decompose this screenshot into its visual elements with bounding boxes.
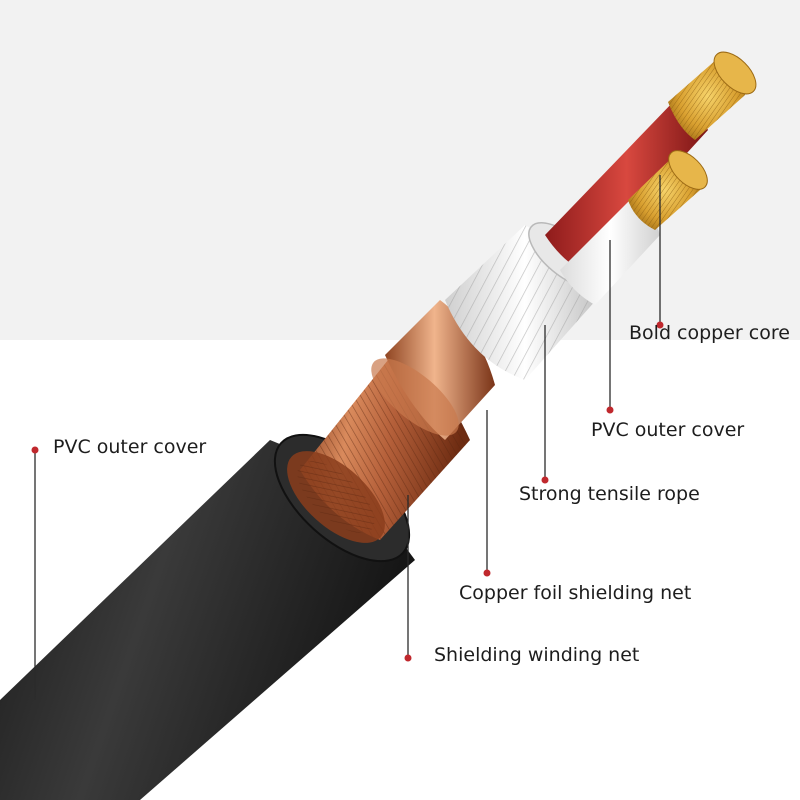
- label-pvc-outer-cover-outer: PVC outer cover: [53, 436, 207, 458]
- label-copper-foil-shielding-net: Copper foil shielding net: [459, 582, 692, 604]
- leader-lines: [34, 175, 661, 700]
- label-shielding-winding-net: Shielding winding net: [434, 644, 640, 666]
- strong-tensile-rope: [445, 222, 605, 380]
- label-strong-tensile-rope: Strong tensile rope: [519, 483, 700, 505]
- red-conductor: [545, 51, 757, 270]
- leader-dots: [31, 321, 664, 662]
- label-pvc-outer-cover-inner: PVC outer cover: [591, 419, 745, 441]
- label-bold-copper-core: Bold copper core: [629, 322, 790, 344]
